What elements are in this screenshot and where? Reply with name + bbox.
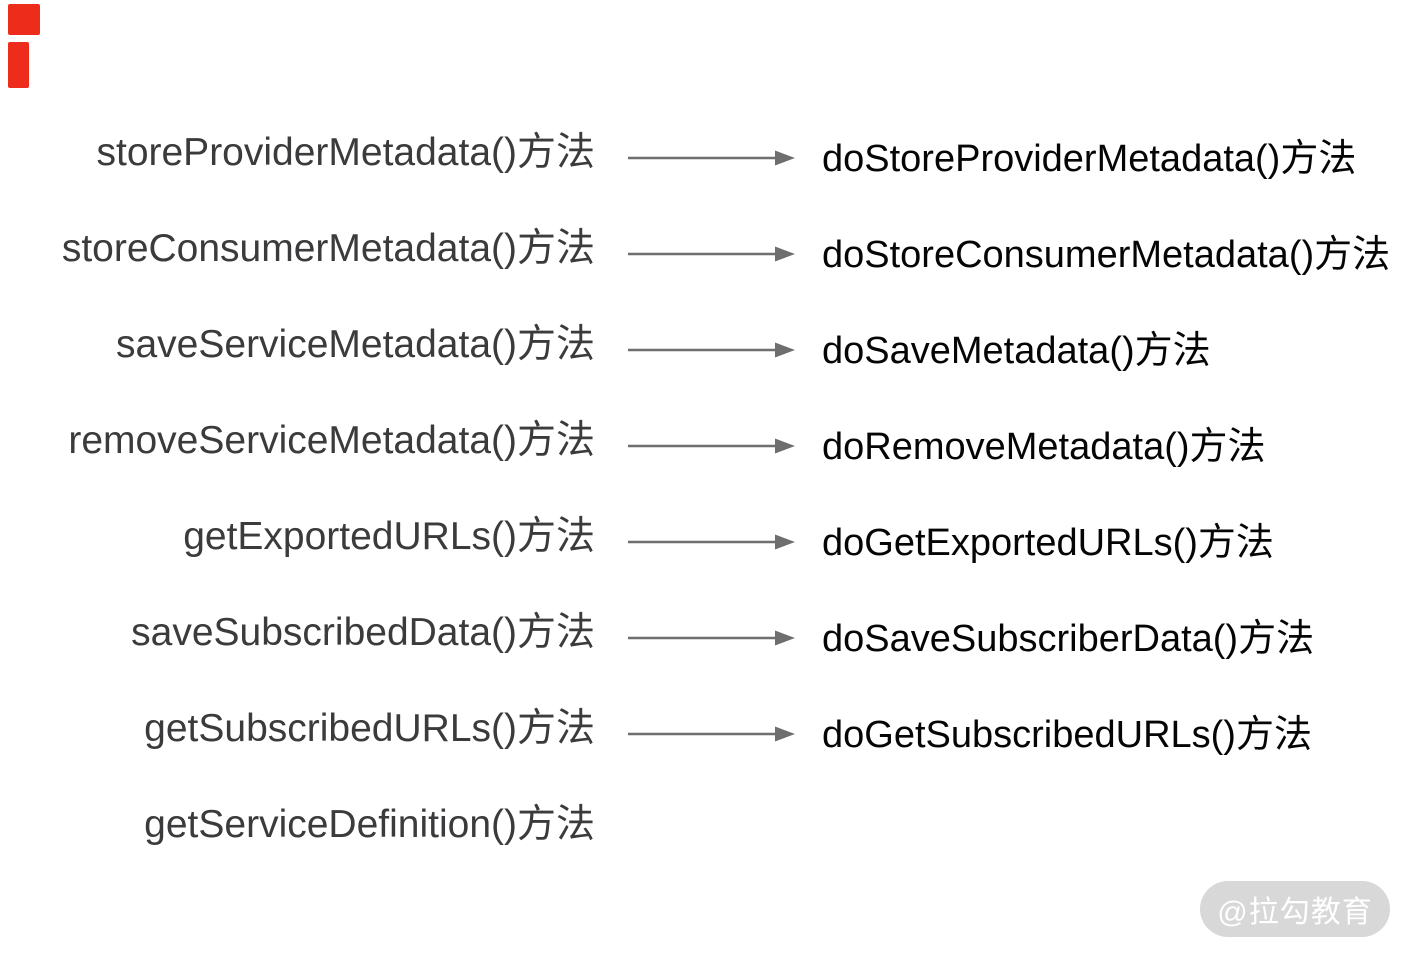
target-method-label: doStoreConsumerMetadata()方法: [822, 234, 1391, 276]
mapping-arrow-icon: [627, 434, 797, 458]
mapping-arrow-icon: [627, 722, 797, 746]
mapping-arrow-icon: [627, 242, 797, 266]
watermark-text: @拉勾教育: [1217, 896, 1373, 929]
source-method-label: getServiceDefinition()方法: [144, 803, 595, 846]
mapping-arrow-icon: [627, 146, 797, 170]
source-method-label: getSubscribedURLs()方法: [144, 707, 595, 750]
target-method-label: doSaveMetadata()方法: [822, 330, 1211, 372]
source-method-label: saveServiceMetadata()方法: [115, 323, 595, 366]
mapping-arrow-icon: [627, 530, 797, 554]
source-method-label: storeConsumerMetadata()方法: [61, 227, 595, 270]
target-method-label: doGetExportedURLs()方法: [822, 522, 1274, 564]
source-method-label: saveSubscribedData()方法: [131, 611, 595, 654]
mapping-arrow-icon: [627, 626, 797, 650]
source-method-label: getExportedURLs()方法: [183, 515, 595, 558]
target-method-label: doStoreProviderMetadata()方法: [822, 138, 1357, 180]
target-method-label: doGetSubscribedURLs()方法: [822, 714, 1312, 756]
red-corner-mark-top: [8, 4, 40, 35]
watermark-badge: @拉勾教育: [1200, 881, 1390, 937]
red-corner-mark-bottom: [8, 42, 29, 88]
source-method-label: storeProviderMetadata()方法: [96, 131, 595, 174]
target-method-label: doRemoveMetadata()方法: [822, 426, 1266, 468]
target-method-label: doSaveSubscriberData()方法: [822, 618, 1315, 660]
source-method-label: removeServiceMetadata()方法: [68, 419, 595, 462]
mapping-arrow-icon: [627, 338, 797, 362]
